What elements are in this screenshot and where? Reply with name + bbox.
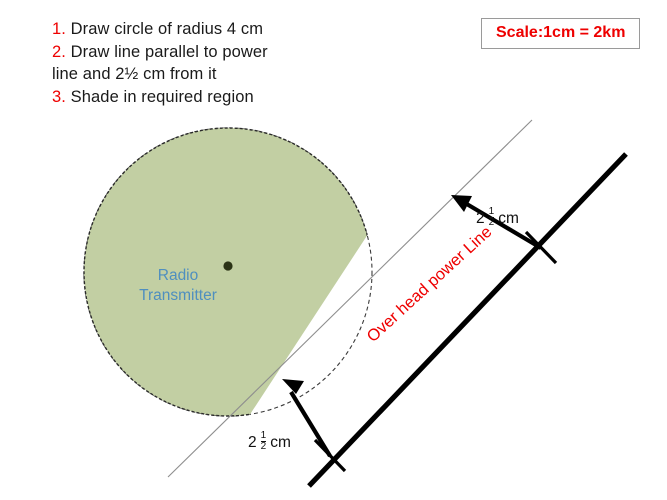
instruction-step-1: 1. Draw circle of radius 4 cm: [52, 18, 352, 40]
dimension-arrow-lower: [282, 379, 347, 473]
dimension-lower-denominator: 2: [260, 441, 267, 452]
parallel-line: [167, 119, 533, 478]
dimension-upper-whole: 2: [476, 209, 485, 227]
power-line: [307, 152, 628, 488]
instruction-list: 1. Draw circle of radius 4 cm 2. Draw li…: [52, 18, 352, 109]
dimension-upper-numerator: 1: [488, 206, 495, 217]
dimension-lower-fraction: 1 2: [260, 430, 267, 452]
dimension-shaft-lower: [289, 390, 332, 458]
instruction-text-1: Draw circle of radius 4 cm: [65, 20, 264, 38]
scale-label: Scale:1cm = 2km: [496, 24, 626, 41]
dimension-upper-fraction: 1 2: [488, 206, 495, 228]
instruction-step-2: 2. Draw line parallel to power line and …: [52, 41, 352, 85]
dimension-shaft-upper: [458, 198, 543, 250]
arrow-head-lower: [282, 379, 304, 394]
instruction-text-3: Shade in required region: [65, 88, 254, 107]
instruction-number-3: 3.: [52, 88, 66, 107]
instruction-number-2: 2.: [52, 43, 66, 62]
arrow-head-upper: [451, 195, 472, 212]
instruction-text-2: Draw line parallel to power line and 2½ …: [52, 43, 268, 84]
center-point: [223, 261, 233, 271]
dimension-lower-unit: cm: [270, 433, 291, 451]
instruction-number-1: 1.: [52, 20, 66, 38]
dimension-arrow-upper: [451, 195, 558, 265]
dimension-lower-numerator: 1: [260, 430, 267, 441]
dimension-label-lower: 2 1 2 cm: [248, 430, 291, 453]
radio-transmitter-line1: Radio: [157, 267, 199, 284]
dimension-lower-whole: 2: [248, 433, 257, 451]
instruction-step-3: 3. Shade in required region: [52, 86, 352, 108]
dimension-label-upper: 2 1 2 cm: [476, 206, 519, 229]
dimension-upper-unit: cm: [498, 209, 519, 227]
radio-transmitter-label: Radio Transmitter: [118, 266, 238, 306]
radio-transmitter-line2: Transmitter: [139, 286, 217, 304]
scale-box: Scale:1cm = 2km: [481, 18, 641, 49]
dimension-upper-denominator: 2: [488, 217, 495, 228]
